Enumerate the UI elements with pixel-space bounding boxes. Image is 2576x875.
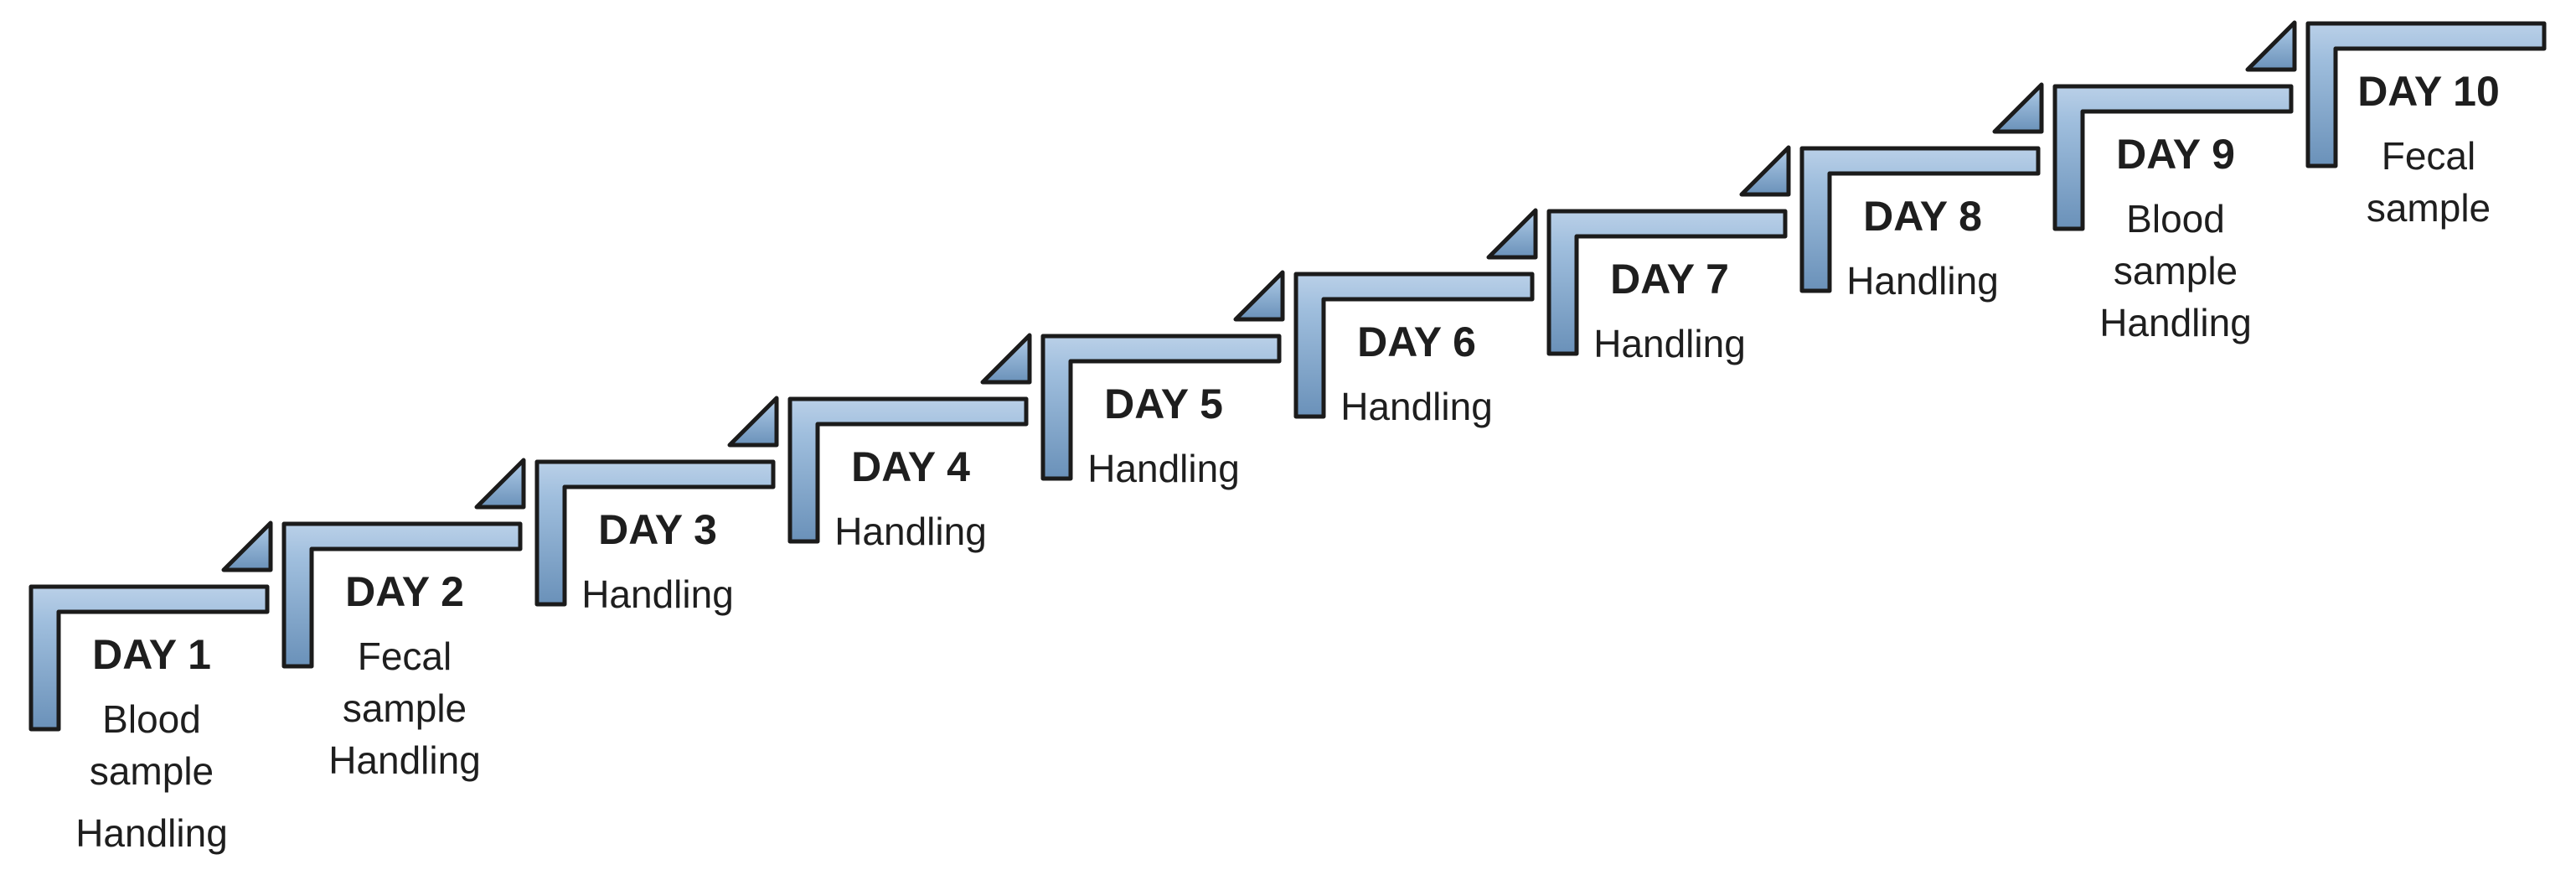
step-shape-icon (534, 459, 776, 607)
step-note: Fecal sample (2366, 134, 2491, 230)
step-note: Blood sample Handling (2099, 197, 2252, 344)
day-label: DAY 5 (1104, 381, 1223, 427)
step-note: Handling (1593, 322, 1746, 365)
step-shape-icon (28, 584, 270, 732)
step-day-4: DAY 4 Handling (787, 333, 1035, 553)
day-label: DAY 2 (345, 568, 464, 615)
day-label: DAY 8 (1863, 193, 1982, 240)
step-text: DAY 3 Handling (565, 505, 750, 620)
step-note: Blood sample (89, 697, 214, 793)
step-shape-icon (2052, 84, 2294, 231)
day-label: DAY 4 (851, 443, 970, 490)
step-note: Handling (1846, 259, 1999, 303)
step-shape-icon (1546, 209, 1788, 356)
day-label: DAY 6 (1357, 318, 1476, 365)
step-shape-icon (787, 396, 1029, 544)
step-note: Handling (581, 572, 734, 616)
step-text: DAY 10 Fecal sample (2336, 67, 2521, 234)
step-text: DAY 6 Handling (1324, 318, 1509, 432)
step-day-10: DAY 10 Fecal sample (2305, 21, 2553, 230)
flag-triangle-icon (727, 396, 779, 448)
flag-triangle-icon (1739, 145, 1791, 197)
step-day-9: DAY 9 Blood sample Handling (2052, 20, 2300, 344)
day-label: DAY 7 (1610, 256, 1729, 303)
step-note: Handling (75, 811, 228, 855)
day-label: DAY 9 (2116, 131, 2235, 178)
step-day-2: DAY 2 Fecal sample Handling (281, 458, 529, 782)
step-text: DAY 4 Handling (818, 443, 1003, 557)
step-text: DAY 7 Handling (1577, 255, 1762, 370)
flag-triangle-icon (474, 458, 526, 510)
day-label: DAY 1 (92, 631, 211, 678)
flag-triangle-icon (980, 333, 1032, 385)
step-text: DAY 8 Handling (1830, 192, 2015, 307)
step-day-8: DAY 8 Handling (1799, 82, 2047, 303)
step-note: Handling (1087, 447, 1240, 490)
flag-triangle-icon (1233, 270, 1285, 322)
step-shape-icon (1040, 334, 1282, 481)
step-day-3: DAY 3 Handling (534, 396, 782, 616)
step-shape-icon (1799, 146, 2041, 293)
step-day-6: DAY 6 Handling (1293, 208, 1541, 428)
step-shape-icon (2305, 21, 2547, 168)
step-shape-icon (281, 521, 523, 669)
step-shape-icon (1293, 272, 1535, 419)
day-label: DAY 10 (2357, 68, 2500, 115)
step-day-7: DAY 7 Handling (1546, 145, 1794, 365)
step-day-5: DAY 5 Handling (1040, 270, 1288, 490)
flag-triangle-icon (221, 520, 273, 572)
step-note: Fecal sample Handling (328, 634, 481, 782)
day-label: DAY 3 (598, 506, 717, 553)
flag-triangle-icon (1486, 208, 1538, 260)
step-text: DAY 9 Blood sample Handling (2083, 130, 2268, 349)
step-text: DAY 5 Handling (1071, 380, 1256, 494)
step-note: Handling (1340, 385, 1493, 428)
flag-triangle-icon (1992, 82, 2044, 134)
step-note: Handling (834, 510, 987, 553)
flag-triangle-icon (2245, 20, 2297, 72)
step-text: DAY 2 Fecal sample Handling (312, 567, 497, 786)
